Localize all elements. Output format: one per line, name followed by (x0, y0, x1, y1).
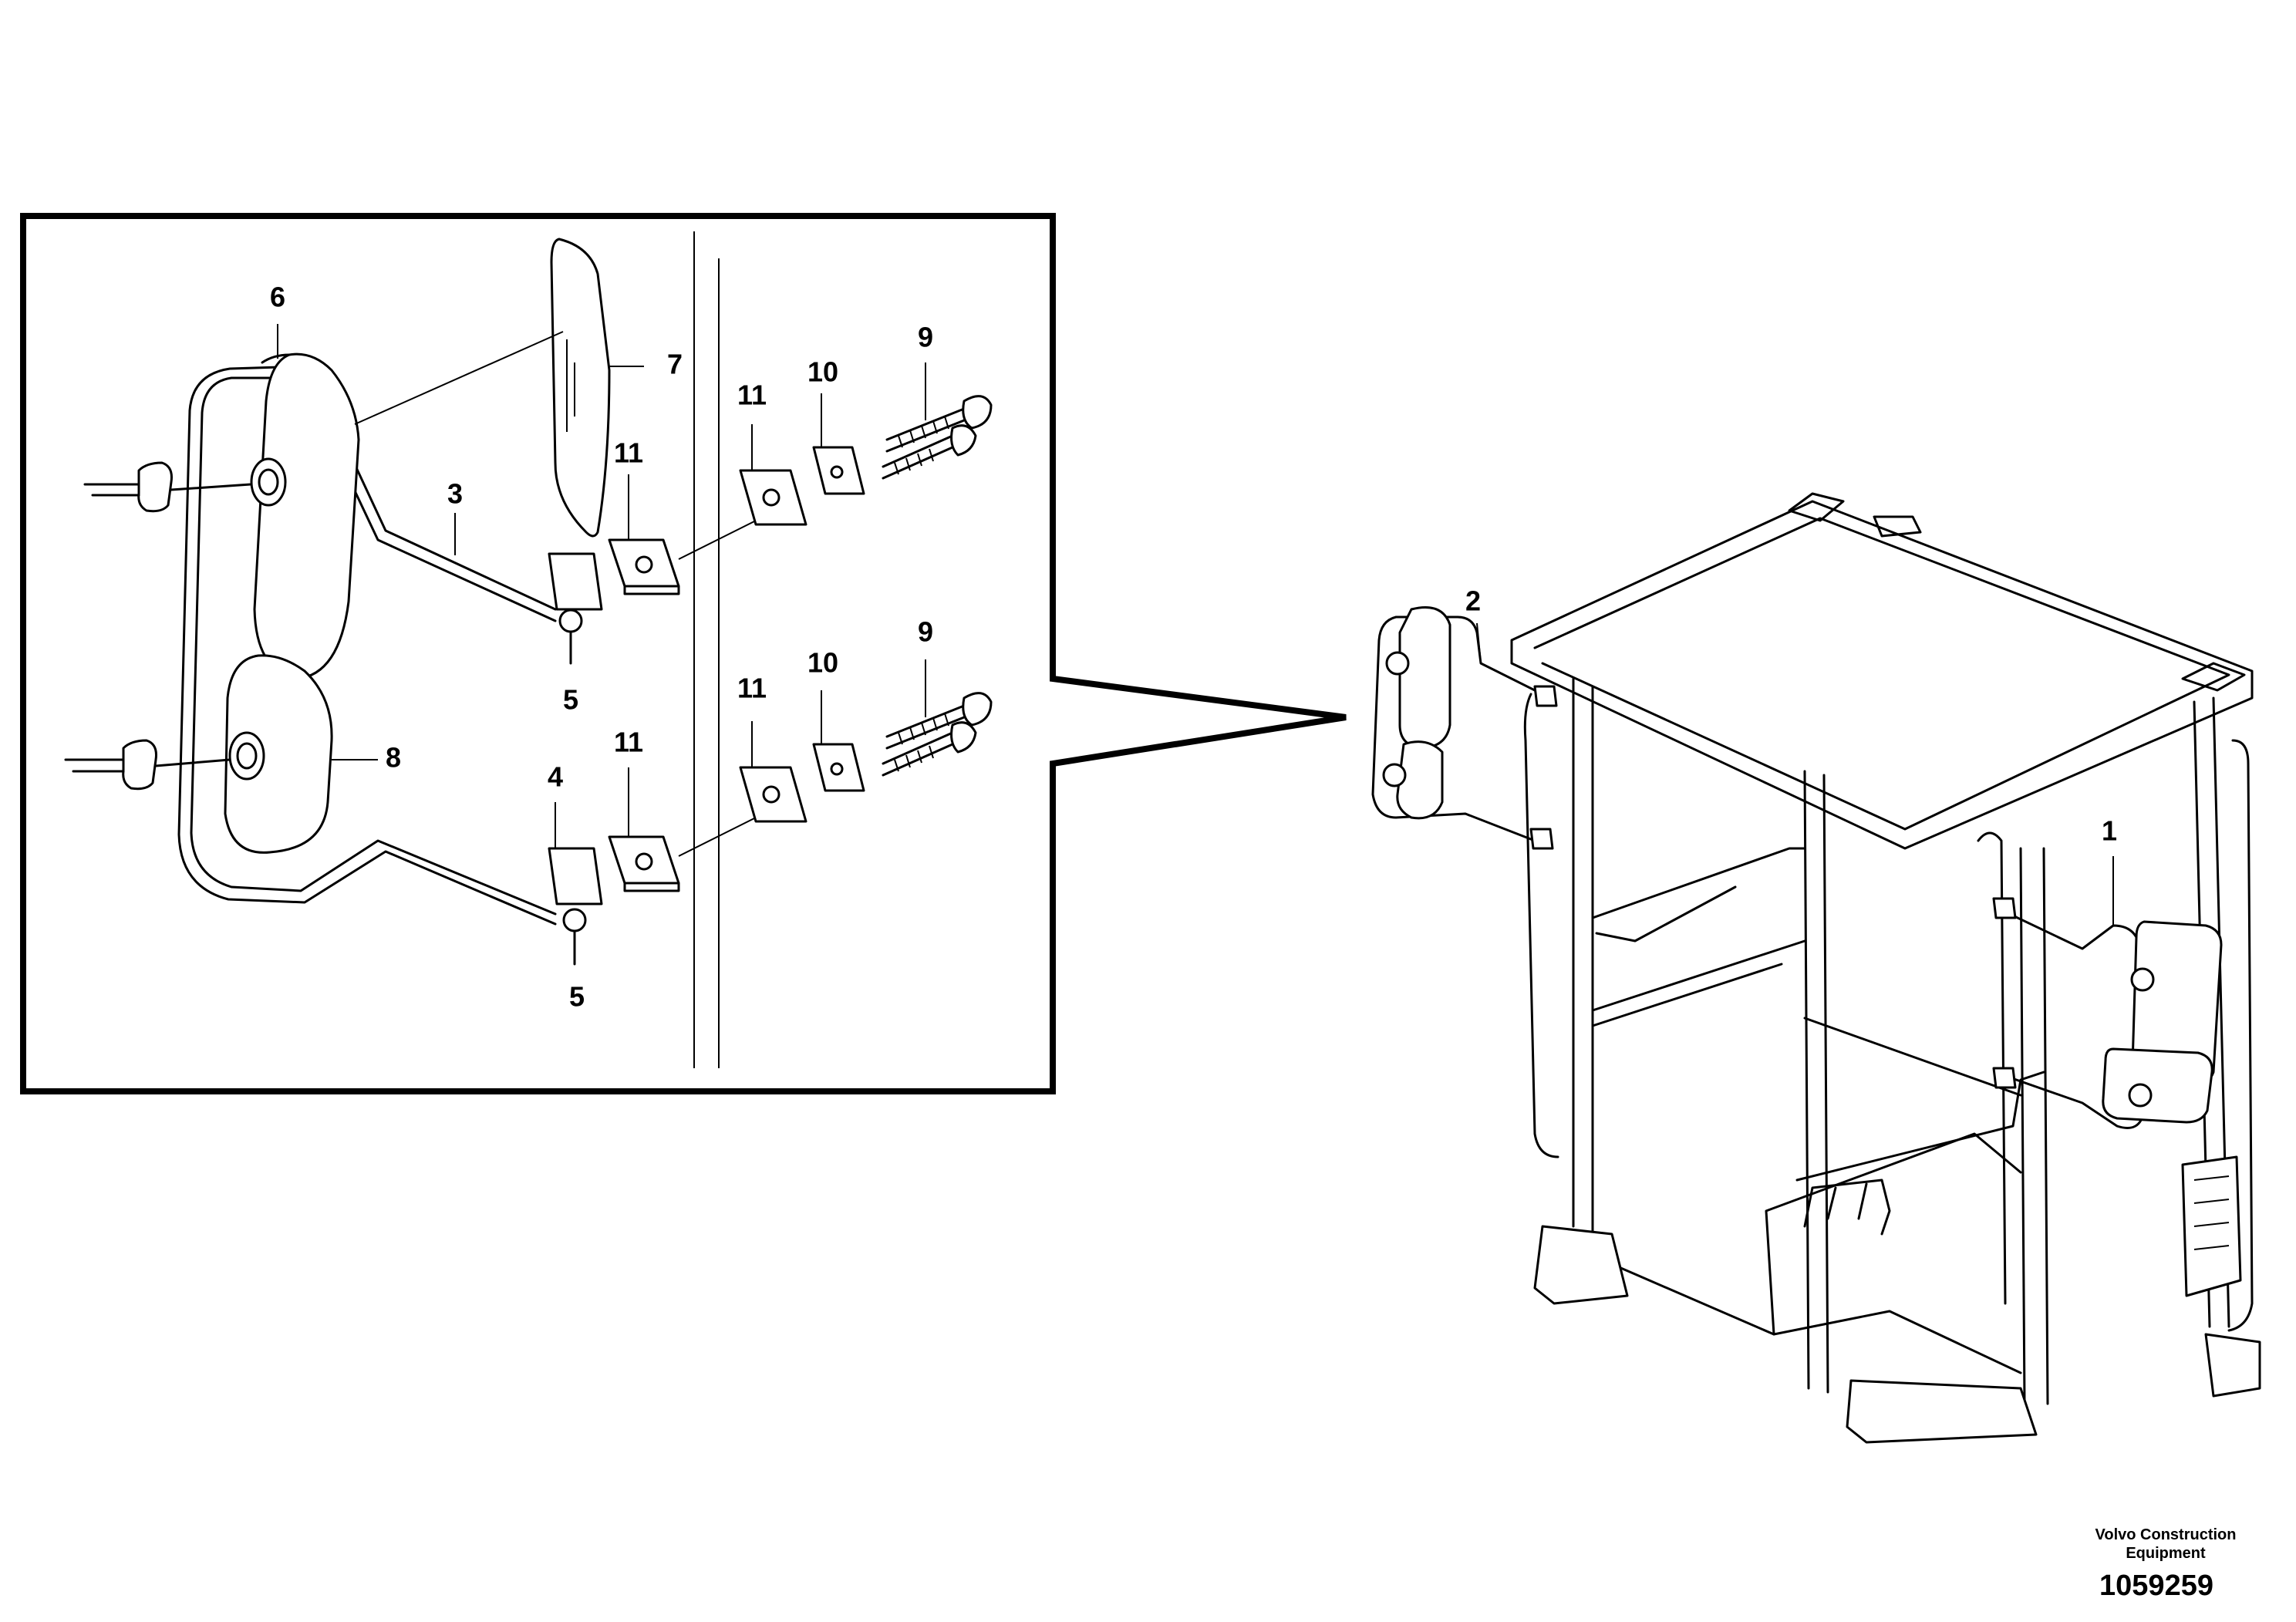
callout-3: 3 (447, 478, 463, 510)
callout-6: 6 (270, 282, 285, 313)
callout-11-upper-left: 11 (614, 437, 643, 469)
callout-5-lower: 5 (569, 981, 585, 1013)
cab-frame (1510, 492, 2261, 1444)
left-cab-mirror (1371, 606, 1558, 850)
detail-leader-lines (277, 324, 926, 848)
upper-end-cap (558, 609, 583, 665)
callout-1: 1 (2102, 815, 2117, 847)
callout-7: 7 (667, 349, 683, 380)
cab-leader-lines (1476, 622, 2114, 926)
callout-10-upper: 10 (807, 356, 838, 388)
callout-5-upper: 5 (563, 684, 578, 716)
callout-11-upper-right: 11 (737, 379, 767, 411)
lower-wire-connector (64, 739, 231, 791)
document-number: 1059259 (2099, 1570, 2213, 1602)
right-cab-mirror (1992, 897, 2223, 1129)
callout-11-lower-left: 11 (614, 727, 643, 758)
callout-4: 4 (548, 761, 563, 793)
upper-wire-connector (83, 461, 252, 513)
callout-10-lower: 10 (807, 647, 838, 679)
upper-clamp-assembly (548, 395, 993, 611)
detail-view-frame (20, 213, 1347, 1094)
company-name-line-1: Volvo Construction (2095, 1526, 2237, 1543)
lower-end-cap (562, 908, 587, 966)
upper-mirror-head (250, 352, 360, 680)
callout-11-lower-right: 11 (737, 673, 767, 704)
callout-9-lower: 9 (918, 616, 933, 648)
cab-pillar-section (693, 231, 720, 1068)
mirror-glass (550, 238, 611, 538)
company-name-line-2: Equipment (2126, 1545, 2206, 1562)
callout-8: 8 (386, 742, 401, 774)
callout-2: 2 (1465, 585, 1481, 617)
lower-mirror-head (224, 654, 333, 854)
lower-clamp-assembly (548, 692, 993, 905)
callout-9-upper: 9 (918, 322, 933, 353)
